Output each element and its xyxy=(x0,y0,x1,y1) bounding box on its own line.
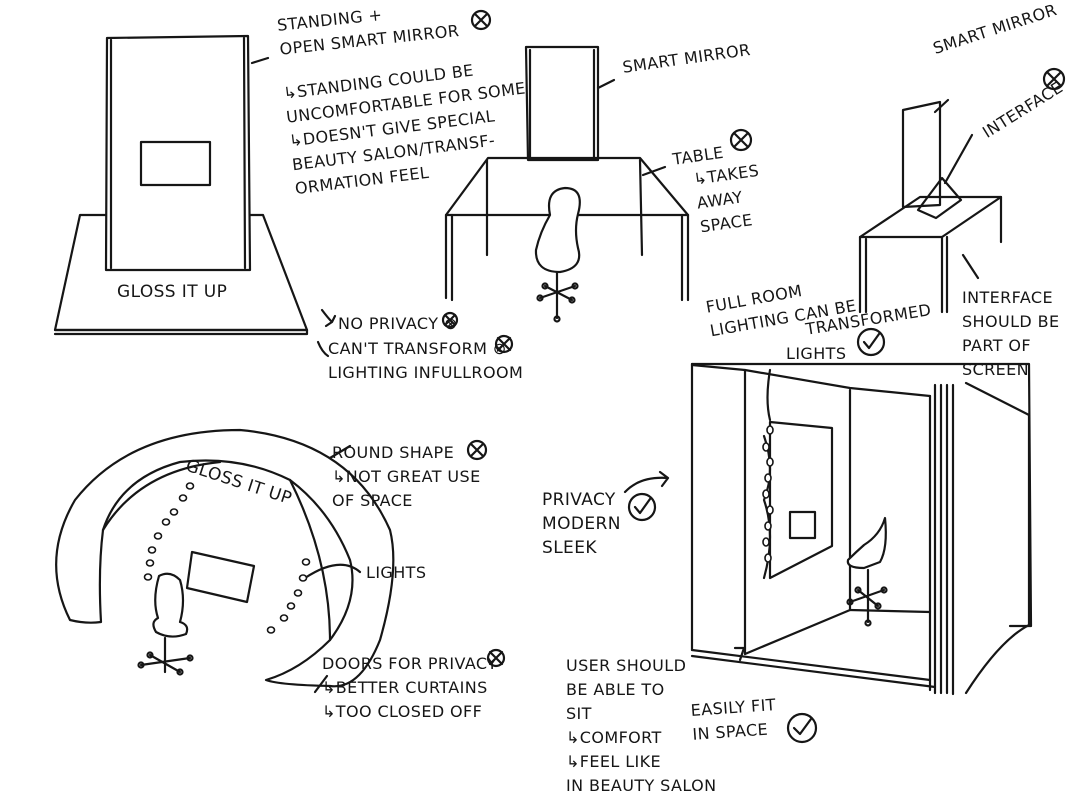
round-arch-sketch xyxy=(55,428,506,694)
doors-note: DOORS FOR PRIVACY ↳BETTER CURTAINS ↳TOO … xyxy=(322,654,498,721)
fit-note: EASILY FIT IN SPACE xyxy=(690,695,777,744)
round-shape-note: ROUND SHAPE ↳NOT GREAT USE OF SPACE xyxy=(332,443,481,510)
lights-label-arch: LIGHTS xyxy=(366,563,427,582)
platform-label: GLOSS IT UP xyxy=(117,282,228,302)
transform-lighting-note: CAN'T TRANSFORM ⊗ LIGHTING INFULLROOM xyxy=(328,339,524,382)
interface-desk-sketch xyxy=(858,67,1066,314)
table-mirror-sketch xyxy=(444,45,753,323)
lights-label-room: LIGHTS xyxy=(786,344,847,363)
privacy-note: PRIVACY MODERN SLEEK xyxy=(542,490,621,558)
table-note: ↳TAKES AWAY SPACE xyxy=(692,160,761,237)
user-note: USER SHOULD BE ABLE TO SIT ↳COMFORT ↳FEE… xyxy=(566,656,717,795)
standing-mirror-sketch xyxy=(53,34,309,336)
interface-note: INTERFACE SHOULD BE PART OF SCREEN xyxy=(962,288,1060,379)
no-privacy-note: NO PRIVACY ⊗ xyxy=(338,314,458,333)
